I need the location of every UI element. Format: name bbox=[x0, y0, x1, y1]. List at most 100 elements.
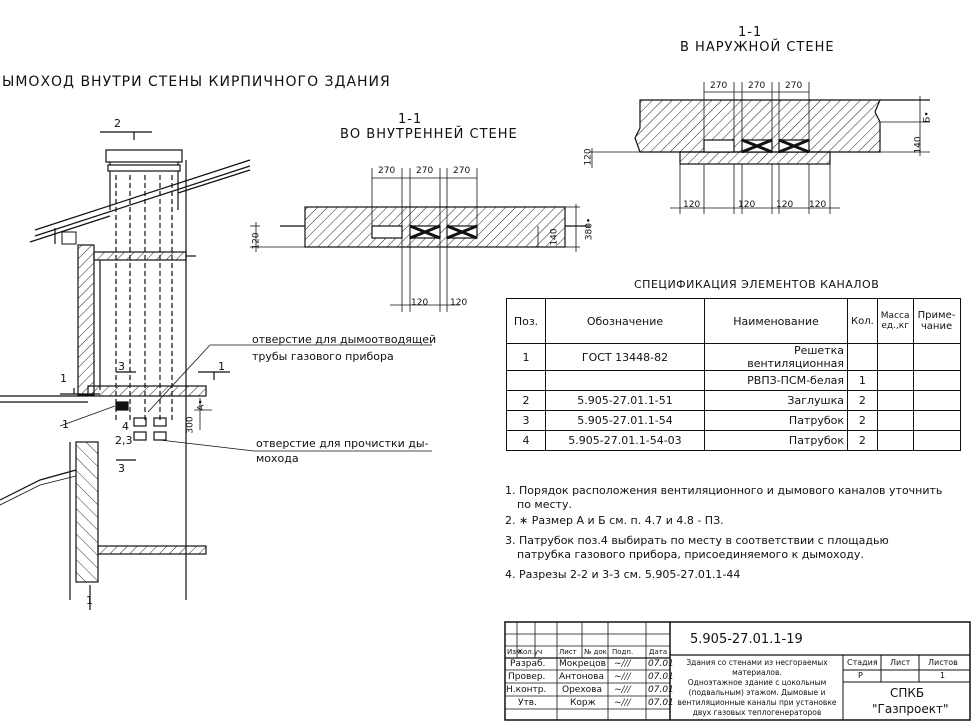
spec-cell-designation: 5.905-27.01.1-54 bbox=[545, 410, 705, 431]
inner-dim-380: 380• bbox=[584, 217, 595, 241]
signature: ~∕∕∕ bbox=[614, 685, 631, 695]
spec-header-note: Приме- чание bbox=[912, 298, 961, 344]
tb-date: 07.01 bbox=[648, 672, 674, 682]
spec-header-qty: Кол. bbox=[847, 298, 878, 344]
spec-cell-designation bbox=[545, 370, 705, 391]
callout-clean-hole-line2: мохода bbox=[256, 452, 299, 465]
spec-cell-mass bbox=[876, 390, 914, 411]
spec-cell-name: Решетка вентиляционная bbox=[704, 343, 848, 371]
section-outer-title: В НАРУЖНОЙ СТЕНЕ bbox=[680, 40, 835, 55]
notes-block: 1. Порядок расположения вентиляционного … bbox=[505, 484, 942, 582]
spec-cell-pos: 4 bbox=[506, 430, 546, 451]
callout-flue-hole-line2: трубы газового прибора bbox=[252, 350, 394, 363]
outer-dim-270-1: 270 bbox=[710, 81, 728, 91]
spec-header-pos: Поз. bbox=[506, 298, 546, 344]
outer-dim-bottom-120-1: 120 bbox=[683, 200, 701, 210]
cut-mark-3-top: 3 bbox=[118, 360, 125, 373]
tb-description-line: материалов. bbox=[732, 668, 782, 677]
spec-cell-note bbox=[912, 390, 961, 411]
tb-description-line: двух газовых теплогенераторов bbox=[692, 708, 822, 717]
signature: ~∕∕∕ bbox=[614, 659, 631, 669]
position-2-3-label: 2,3 bbox=[115, 434, 133, 447]
tb-stage-label: Стадия bbox=[847, 658, 878, 667]
main-title: ЫМОХОД ВНУТРИ СТЕНЫ КИРПИЧНОГО ЗДАНИЯ bbox=[2, 74, 391, 90]
spec-cell-note bbox=[912, 430, 961, 451]
callout-flue-hole-line1: отверстие для дымоотводящей bbox=[252, 333, 437, 346]
outer-dim-140: 140 bbox=[913, 136, 924, 154]
spec-cell-name: Заглушка bbox=[704, 390, 848, 411]
spec-cell-mass bbox=[876, 343, 914, 371]
spec-table: Поз. Обозначение Наименование Кол. Масса… bbox=[506, 298, 961, 451]
section-inner-wall bbox=[250, 168, 590, 312]
signature: ~∕∕∕ bbox=[614, 698, 631, 708]
tb-name-normcontrol: Орехова bbox=[562, 685, 602, 695]
tb-sheet-label: Лист bbox=[890, 658, 911, 667]
note-line: 2. ∗ Размер А и Б см. п. 4.7 и 4.8 - ПЗ. bbox=[505, 514, 724, 527]
tb-name-approver: Корж bbox=[570, 698, 596, 708]
spec-cell-note bbox=[912, 370, 961, 391]
outer-dim-270-3: 270 bbox=[785, 81, 803, 91]
spec-title: СПЕЦИФИКАЦИЯ ЭЛЕМЕНТОВ КАНАЛОВ bbox=[634, 278, 880, 291]
tb-description: Здания со стенами из несгораемых материа… bbox=[672, 658, 842, 718]
outer-dim-left-120: 120 bbox=[583, 148, 594, 166]
outer-dim-270-2: 270 bbox=[748, 81, 766, 91]
spec-cell-designation: ГОСТ 13448-82 bbox=[545, 343, 705, 371]
tb-col-sign: Подп. bbox=[612, 648, 634, 656]
tb-description-line: вентиляционные каналы при установке bbox=[677, 698, 837, 707]
spec-cell-pos bbox=[506, 370, 546, 391]
note-line: патрубка газового прибора, присоединяемо… bbox=[517, 548, 864, 561]
spec-cell-qty bbox=[847, 343, 878, 371]
doc-code: 5.905-27.01.1-19 bbox=[690, 632, 803, 647]
spec-cell-note bbox=[912, 343, 961, 371]
spec-header-name: Наименование bbox=[704, 298, 848, 344]
tb-description-line: Одноэтажное здание с цокольным bbox=[687, 678, 827, 687]
spec-cell-name: Патрубок bbox=[704, 410, 848, 431]
inner-dim-270-1: 270 bbox=[378, 166, 396, 176]
outer-dim-bottom-120-3: 120 bbox=[776, 200, 794, 210]
tb-stage-value: Р bbox=[858, 671, 863, 680]
cut-mark-2: 2 bbox=[114, 117, 121, 130]
inner-dim-left-120: 120 bbox=[251, 232, 262, 250]
note-line: по месту. bbox=[517, 498, 572, 511]
axis-mark-1: 1 bbox=[62, 418, 69, 431]
spec-cell-qty: 2 bbox=[847, 410, 878, 431]
tb-role-developer: Разраб. bbox=[510, 659, 546, 669]
outer-dim-bottom-120-4: 120 bbox=[809, 200, 827, 210]
tb-col-kolvo: Кол.уч bbox=[518, 648, 543, 656]
axis-mark-1-bottom: 1 bbox=[86, 594, 93, 607]
spec-header-row: Поз. Обозначение Наименование Кол. Масса… bbox=[506, 298, 961, 344]
spec-cell-note bbox=[912, 410, 961, 431]
inner-dim-270-3: 270 bbox=[453, 166, 471, 176]
tb-date: 07.01 bbox=[648, 698, 674, 708]
elevation-view bbox=[0, 131, 432, 610]
spec-cell-qty: 1 bbox=[847, 370, 878, 391]
section-inner-number: 1-1 bbox=[398, 112, 423, 127]
tb-role-checker: Провер. bbox=[508, 672, 546, 682]
spec-cell-designation: 5.905-27.01.1-54-03 bbox=[545, 430, 705, 451]
note-line: 3. Патрубок поз.4 выбирать по месту в со… bbox=[505, 534, 889, 547]
dim-a: А• bbox=[196, 399, 207, 411]
tb-col-list: Лист bbox=[559, 648, 577, 656]
dim-300: 300 bbox=[185, 416, 196, 434]
tb-org-2: "Газпроект" bbox=[872, 702, 949, 716]
section-outer-wall bbox=[590, 82, 930, 214]
tb-date: 07.01 bbox=[648, 685, 674, 695]
outer-dim-b: Б• bbox=[922, 111, 933, 123]
cut-mark-3-bottom: 3 bbox=[118, 462, 125, 475]
tb-role-approver: Утв. bbox=[518, 698, 537, 708]
tb-description-line: Здания со стенами из несгораемых bbox=[686, 658, 828, 667]
cut-mark-1-right: 1 bbox=[218, 360, 225, 373]
tb-org-1: СПКБ bbox=[890, 686, 925, 700]
section-outer-number: 1-1 bbox=[738, 25, 763, 40]
spec-cell-pos: 3 bbox=[506, 410, 546, 431]
signature: ~∕∕∕ bbox=[614, 672, 631, 682]
section-inner-title: ВО ВНУТРЕННЕЙ СТЕНЕ bbox=[340, 127, 518, 142]
spec-cell-mass bbox=[876, 430, 914, 451]
spec-cell-pos: 1 bbox=[506, 343, 546, 371]
callout-clean-hole-line1: отверстие для прочистки ды- bbox=[256, 437, 429, 450]
note-line: 1. Порядок расположения вентиляционного … bbox=[505, 484, 943, 497]
spec-cell-qty: 2 bbox=[847, 390, 878, 411]
tb-col-doc: № док bbox=[584, 648, 607, 656]
